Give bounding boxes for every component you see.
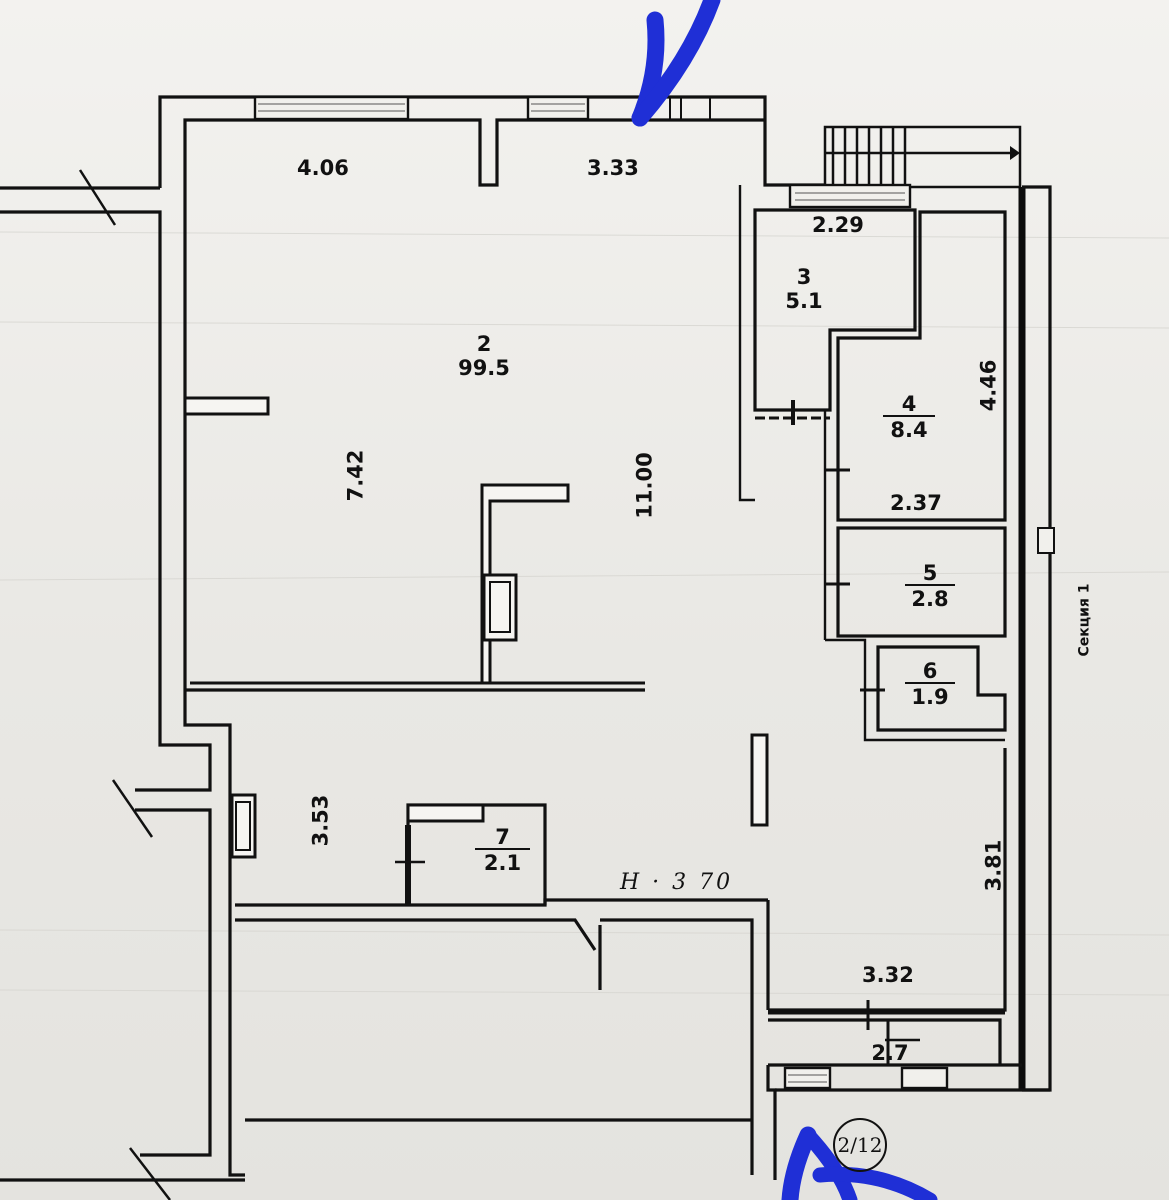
- dimension-lower-left-height: 3.53: [308, 794, 333, 847]
- dimension-lower-right-width: 3.32: [862, 963, 914, 987]
- dimension-top-left-width: 4.06: [297, 156, 349, 180]
- room-4-tag: 4 8.4: [883, 393, 935, 441]
- ceiling-height-note: H · 3 70: [620, 870, 734, 895]
- room-number: 2: [476, 332, 492, 356]
- room-area: 1.9: [905, 682, 955, 708]
- dimension-lower-right-height: 3.81: [981, 839, 1006, 892]
- room-area: 2.1: [475, 848, 530, 874]
- room-number: 3: [796, 265, 812, 289]
- section-label: Секция 1: [1076, 583, 1093, 657]
- dimension-room4-width: 2.37: [890, 491, 942, 515]
- apartment-number-tag: 2/12: [833, 1118, 887, 1172]
- room-5-tag: 5 2.8: [905, 562, 955, 610]
- room-area: 2.7: [871, 1041, 909, 1065]
- room-area: 99.5: [458, 356, 510, 381]
- room-area: 2.8: [905, 584, 955, 610]
- room-area: 8.4: [883, 415, 935, 441]
- room-7-tag: 7 2.1: [475, 826, 530, 874]
- room-number: 5: [922, 561, 938, 585]
- room-number: 4: [901, 392, 917, 416]
- room-lower-right-tag: 2.7: [866, 1040, 914, 1064]
- dimension-top-right-width: 3.33: [587, 156, 639, 180]
- room-number: 6: [922, 659, 938, 683]
- apartment-number: 2/12: [837, 1133, 883, 1157]
- room-area: 5.1: [785, 289, 823, 314]
- dimension-total-height: 11.00: [632, 452, 657, 519]
- room-2-tag: 2 99.5: [452, 333, 516, 379]
- dimension-left-height: 7.42: [343, 449, 368, 502]
- room-3-tag: 3 5.1: [780, 266, 828, 312]
- room-number: 7: [495, 825, 510, 849]
- room-6-tag: 6 1.9: [905, 660, 955, 708]
- dimension-room4-height: 4.46: [976, 359, 1001, 412]
- dimension-room3-width: 2.29: [812, 213, 864, 237]
